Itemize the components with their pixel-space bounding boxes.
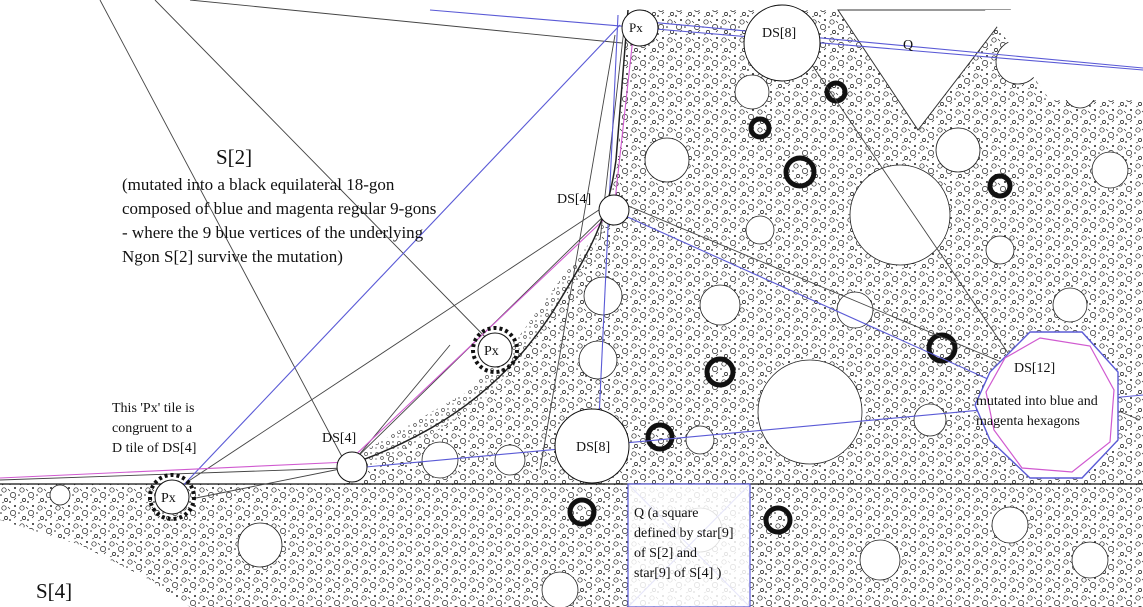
ds12-note-line-2: magenta hexagons bbox=[976, 414, 1080, 429]
s2-desc-line-1: (mutated into a black equilateral 18-gon bbox=[122, 175, 395, 194]
ds4-upper-label: DS[4] bbox=[557, 192, 591, 207]
px-note-line-2: congruent to a bbox=[112, 421, 193, 436]
ds8-top-circle bbox=[743, 4, 821, 82]
texture-regions bbox=[0, 10, 1143, 607]
ds12-magenta-outline bbox=[985, 337, 1115, 473]
q-diamond-top-right bbox=[985, 10, 1143, 100]
q-note-line-1: Q (a square bbox=[634, 506, 699, 521]
label-circles bbox=[154, 4, 821, 515]
ds12-polygon bbox=[974, 331, 1119, 479]
q-note-line-3: of S[2] and bbox=[634, 546, 697, 561]
ds12-label: DS[12] bbox=[1014, 361, 1055, 376]
q-note-line-2: defined by star[9] bbox=[634, 526, 734, 541]
px-rosettes bbox=[148, 326, 519, 521]
ds4-lower-label: DS[4] bbox=[322, 431, 356, 446]
px-note-line-3: D tile of DS[4] bbox=[112, 441, 196, 456]
px-mid-label: Px bbox=[484, 344, 499, 359]
s4-region bbox=[0, 520, 190, 607]
px-note-line-1: This 'Px' tile is bbox=[112, 401, 194, 416]
ds8-mid-circle bbox=[554, 408, 630, 484]
px-top-circle bbox=[621, 9, 659, 47]
s2-desc-line-2: composed of blue and magenta regular 9-g… bbox=[122, 199, 436, 218]
q-note-line-4: star[9] of S[4] ) bbox=[634, 566, 722, 581]
px-bottom-label: Px bbox=[161, 491, 176, 506]
ds12-white-fill bbox=[975, 332, 1118, 478]
q-diamond-top bbox=[837, 9, 1012, 131]
s2-title: S[2] bbox=[216, 145, 252, 169]
px-mid-circle bbox=[477, 332, 513, 368]
ds8-top-label: DS[8] bbox=[762, 26, 796, 41]
dark-rings bbox=[567, 80, 1056, 535]
q-square bbox=[627, 483, 751, 607]
s2-desc-line-4: Ngon S[2] survive the mutation) bbox=[122, 247, 343, 266]
px-bottom-circle bbox=[154, 479, 190, 515]
px-top-label: Px bbox=[629, 20, 643, 35]
ds12-blue-outline bbox=[974, 331, 1119, 479]
texture-bottom-strip bbox=[0, 484, 1143, 607]
s2-desc-line-3: - where the 9 blue vertices of the under… bbox=[122, 223, 424, 242]
ds4-upper-circle bbox=[598, 194, 630, 226]
texture-upper-field bbox=[346, 10, 1143, 484]
q-top-label: Q bbox=[903, 38, 913, 53]
ds8-mid-label: DS[8] bbox=[576, 440, 610, 455]
s4-title: S[4] bbox=[36, 579, 72, 603]
ds4-lower-circle bbox=[336, 451, 368, 483]
ds12-note-line-1: mutated into blue and bbox=[976, 394, 1098, 409]
